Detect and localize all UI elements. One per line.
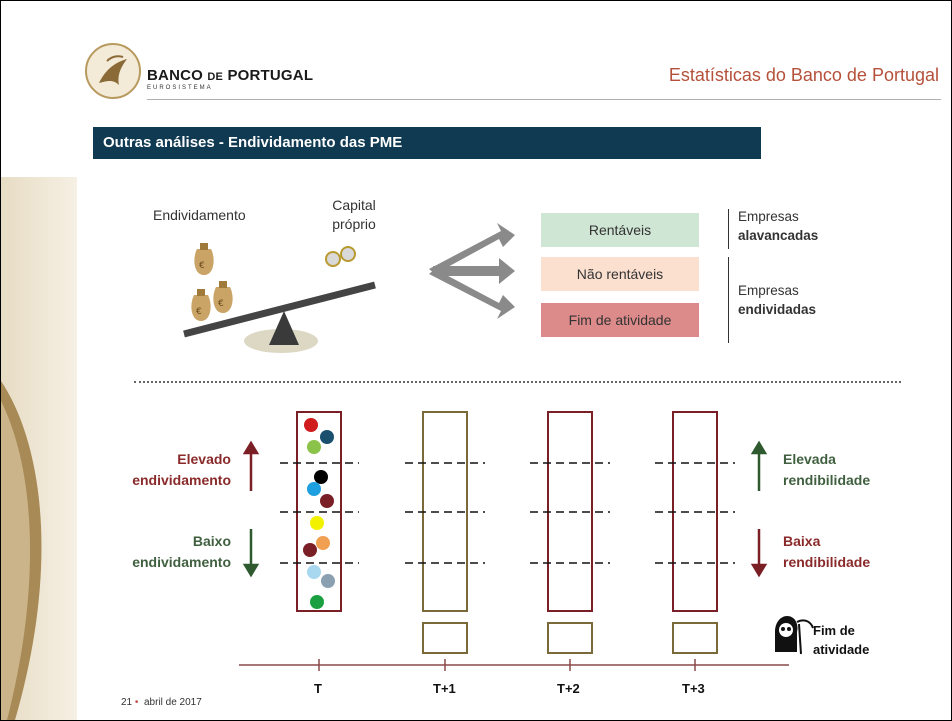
tick-t3: T+3	[682, 681, 705, 696]
money-bags-icon: € € €	[191, 243, 233, 321]
tick-t: T	[314, 681, 322, 696]
ball	[310, 595, 324, 609]
bank-subtitle: EUROSISTEMA	[147, 85, 213, 91]
outcome-rentaveis: Rentáveis	[541, 213, 699, 247]
section-banner: Outras análises - Endividamento das PME	[93, 127, 761, 159]
section-separator	[134, 381, 901, 383]
footer-date: abril de 2017	[143, 697, 202, 708]
group-divider-1	[728, 209, 729, 249]
right-arrow-down-icon	[750, 529, 768, 578]
ball	[320, 430, 334, 444]
tick-t2: T+2	[557, 681, 580, 696]
high-debt-label: Elevado endividamento	[132, 451, 231, 488]
grim-reaper-icon	[775, 616, 814, 655]
low-profit-label: Baixa rendibilidade	[783, 533, 871, 570]
ball	[314, 470, 328, 484]
outcome-fim-atividade: Fim de atividade	[541, 303, 699, 337]
threshold-lines	[280, 462, 735, 564]
decorative-curve	[1, 177, 77, 720]
header-title: Estatísticas do Banco de Portugal	[668, 65, 939, 85]
svg-text:€: €	[199, 261, 205, 271]
left-arrow-up-icon	[242, 440, 260, 491]
balance-right-label-2: próprio	[332, 216, 376, 232]
time-future-boxes	[422, 411, 718, 654]
ball	[304, 418, 318, 432]
balance-right-label-1: Capital	[332, 197, 376, 213]
ball	[307, 482, 321, 496]
bank-name: BANCO DE PORTUGAL	[147, 67, 314, 84]
footer-bullet: •	[134, 697, 139, 708]
high-profit-label: Elevada rendibilidade	[783, 451, 871, 488]
timeline-axis	[239, 659, 789, 671]
svg-text:€: €	[196, 307, 202, 317]
ball	[321, 574, 335, 588]
coins-icon	[325, 246, 356, 267]
tick-t1: T+1	[433, 681, 456, 696]
group-divider-2	[728, 257, 729, 343]
footer: 21 • abril de 2017	[121, 697, 202, 708]
ball	[303, 543, 317, 557]
fim-atividade-label: Fim de atividade	[813, 623, 870, 657]
ball	[307, 440, 321, 454]
balance-scale-icon	[183, 281, 376, 353]
ball	[307, 565, 321, 579]
outcome-nao-rentaveis: Não rentáveis	[541, 257, 699, 291]
group-alavancadas: Empresas alavancadas	[738, 209, 819, 243]
ball	[320, 494, 334, 508]
outcome-arrows-icon	[429, 223, 515, 319]
low-debt-label: Baixo endividamento	[132, 533, 231, 570]
company-balls	[303, 418, 335, 609]
bank-logo-icon	[85, 43, 141, 99]
right-arrow-up-icon	[750, 440, 768, 491]
ball	[310, 516, 324, 530]
ball	[316, 536, 330, 550]
left-arrow-down-icon	[242, 529, 260, 578]
balance-left-label: Endividamento	[153, 207, 246, 223]
header-divider	[147, 99, 941, 100]
svg-text:€: €	[218, 299, 224, 309]
group-endividadas: Empresas endividadas	[738, 283, 817, 317]
page-number: 21	[121, 697, 133, 708]
